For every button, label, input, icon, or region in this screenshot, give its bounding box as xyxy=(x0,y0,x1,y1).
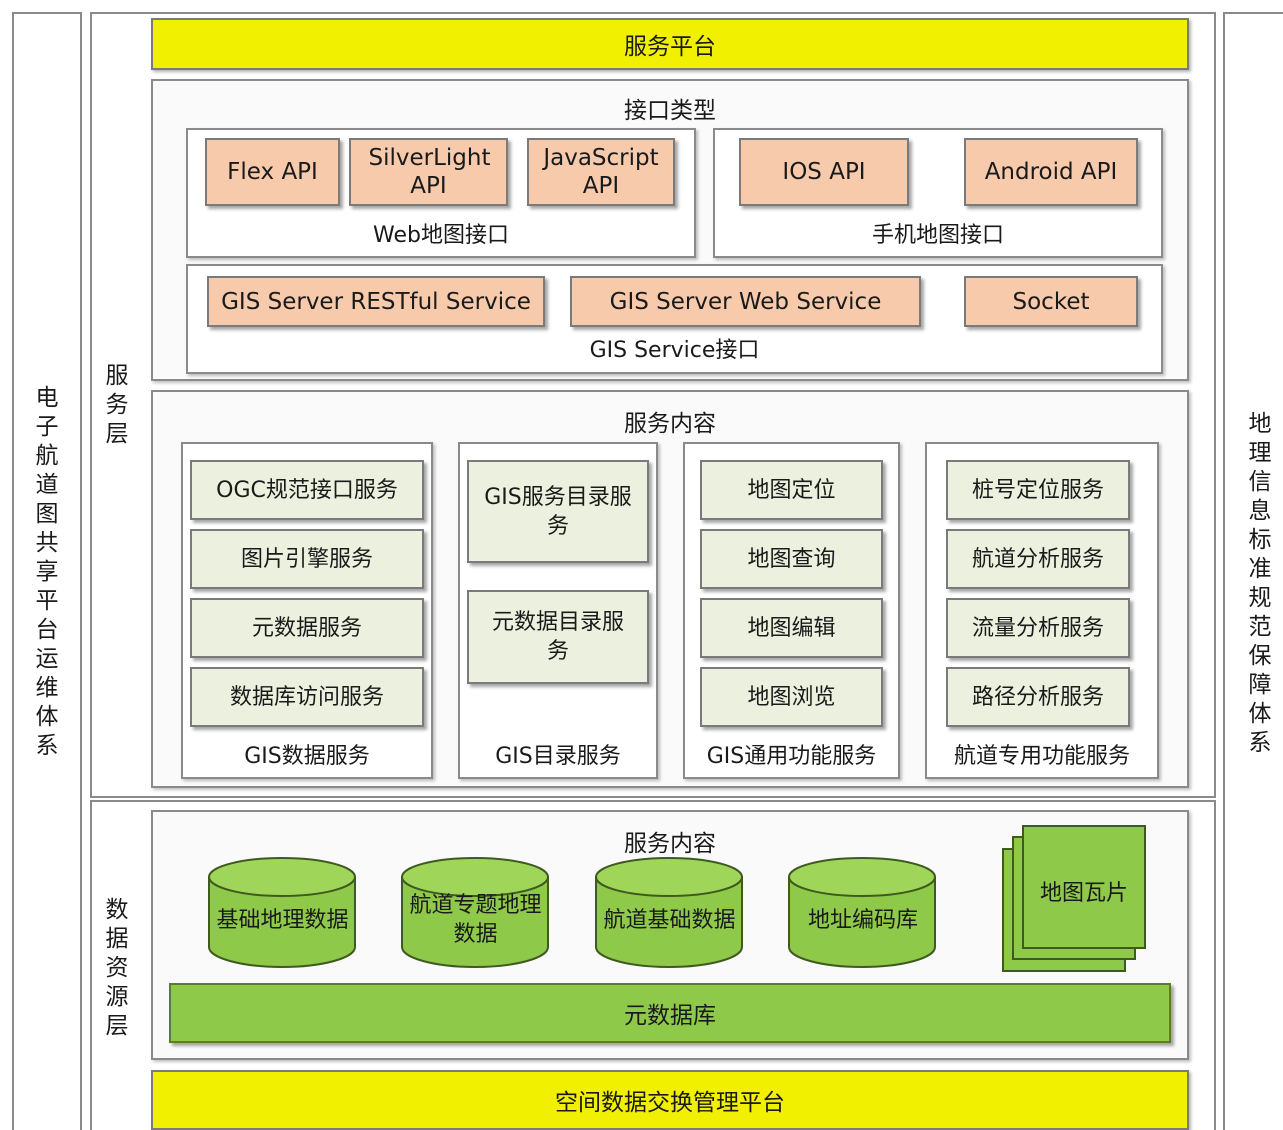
database-access-service-box: 数据库访问服务 xyxy=(190,667,424,727)
metadata-catalog-box: 元数据目录服务 xyxy=(467,590,649,684)
metadata-catalog-label: 元数据目录服务 xyxy=(491,610,624,664)
ios-api-box: IOS API xyxy=(739,138,909,206)
gis-service-catalog-label: GIS服务目录服务 xyxy=(484,484,632,539)
flow-analysis-service-box: 流量分析服务 xyxy=(946,598,1130,658)
android-api-box: Android API xyxy=(964,138,1138,206)
waterway-basic-data-label: 航道基础数据 xyxy=(603,907,736,933)
gis-service-interface-label: GIS Service接口 xyxy=(589,338,760,363)
map-edit-box: 地图编辑 xyxy=(700,598,883,658)
data-content-title: 服务内容 xyxy=(624,831,716,857)
javascript-api-label: JavaScript API xyxy=(543,145,659,199)
stake-locate-service-box: 桩号定位服务 xyxy=(946,460,1130,520)
web-service-box: GIS Server Web Service xyxy=(570,276,921,327)
metadata-db-bar: 元数据库 xyxy=(169,983,1171,1043)
exchange-platform-bar: 空间数据交换管理平台 xyxy=(151,1070,1189,1130)
service-platform-label: 服务平台 xyxy=(624,34,716,60)
image-engine-service-box: 图片引擎服务 xyxy=(190,529,424,589)
gis-catalog-service-label: GIS目录服务 xyxy=(495,744,621,769)
right-side-column: 地理信 息标准 规范保 障体系 xyxy=(1223,12,1283,1130)
web-map-interface-label: Web地图接口 xyxy=(373,223,509,248)
restful-service-box: GIS Server RESTful Service xyxy=(207,276,545,327)
interface-type-title: 接口类型 xyxy=(624,98,716,124)
waterway-basic-data-cylinder-icon xyxy=(595,857,743,968)
right-side-label: 地理信 息标准 规范保 障体系 xyxy=(1248,411,1272,756)
route-analysis-service-box: 路径分析服务 xyxy=(946,667,1130,727)
waterway-analysis-service-box: 航道分析服务 xyxy=(946,529,1130,589)
map-locate-box: 地图定位 xyxy=(700,460,883,520)
javascript-api-box: JavaScript API xyxy=(527,138,675,206)
mobile-map-interface-label: 手机地图接口 xyxy=(871,223,1004,248)
waterway-function-label: 航道专用功能服务 xyxy=(953,744,1130,769)
flex-api-box: Flex API xyxy=(205,138,340,206)
waterway-thematic-data-cylinder-icon xyxy=(401,857,549,968)
left-side-label: 电子航 道图共 享平台 运维体 系 xyxy=(35,385,59,759)
address-code-db-cylinder-icon xyxy=(788,857,936,968)
basic-geo-data-label: 基础地理数据 xyxy=(216,907,349,933)
gis-common-function-label: GIS通用功能服务 xyxy=(706,744,877,769)
address-code-db-label: 地址编码库 xyxy=(807,907,918,933)
silverlight-api-box: SilverLight API xyxy=(349,138,508,206)
socket-box: Socket xyxy=(964,276,1138,327)
map-browse-box: 地图浏览 xyxy=(700,667,883,727)
metadata-db-label: 元数据库 xyxy=(624,1003,716,1029)
service-layer-label: 服务层 xyxy=(105,363,129,447)
map-tiles-label: 地图瓦片 xyxy=(1039,881,1128,906)
map-query-box: 地图查询 xyxy=(700,529,883,589)
silverlight-api-label: SilverLight API xyxy=(368,145,491,199)
data-layer-label: 数据资 源层 xyxy=(105,897,129,1039)
map-tile-stack-front: 地图瓦片 xyxy=(1022,825,1146,949)
ogc-interface-service-box: OGC规范接口服务 xyxy=(190,460,424,520)
gis-data-service-label: GIS数据服务 xyxy=(244,744,370,769)
service-platform-bar: 服务平台 xyxy=(151,18,1189,70)
service-content-title: 服务内容 xyxy=(624,411,716,437)
exchange-platform-label: 空间数据交换管理平台 xyxy=(555,1090,785,1116)
gis-service-catalog-box: GIS服务目录服务 xyxy=(467,460,649,563)
basic-geo-data-cylinder-icon xyxy=(208,857,356,968)
metadata-service-box: 元数据服务 xyxy=(190,598,424,658)
left-side-column: 电子航 道图共 享平台 运维体 系 xyxy=(12,12,82,1130)
waterway-thematic-data-label: 航道专题地理数据 xyxy=(409,893,542,947)
